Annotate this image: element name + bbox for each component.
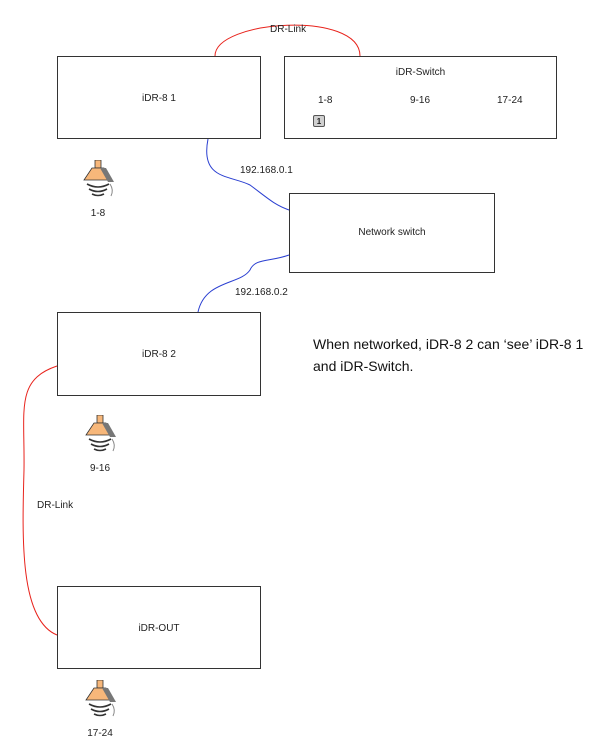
speaker-zone-1-label: 1-8	[90, 208, 106, 219]
ip-label-1: 192.168.0.1	[240, 165, 293, 176]
switch-range-2: 9-16	[410, 95, 431, 106]
network-switch-device[interactable]: Network switch	[289, 193, 495, 273]
speaker-zone-2-label: 9-16	[89, 463, 110, 474]
network-cable-2	[197, 254, 290, 313]
ip-label-2: 192.168.0.2	[235, 287, 288, 298]
dr-link-top-cable	[214, 24, 361, 57]
switch-selector-badge[interactable]: 1	[313, 115, 325, 127]
dr-link-side-label: DR-Link	[37, 500, 74, 511]
idr8-2-label: iDR-8 2	[142, 349, 176, 360]
idr-switch-device[interactable]: iDR-Switch 1-8 9-16 17-24	[284, 56, 557, 139]
idr8-1-label: iDR-8 1	[142, 93, 176, 104]
speaker-zone-2: 9-16	[80, 414, 120, 474]
dr-link-top-label: DR-Link	[270, 24, 307, 35]
speaker-zone-3: 17-24	[80, 679, 120, 739]
network-cable-1	[206, 138, 290, 211]
network-switch-label: Network switch	[358, 227, 426, 238]
idr-out-device[interactable]: iDR-OUT	[57, 586, 261, 669]
switch-range-3: 17-24	[497, 95, 523, 106]
idr-out-label: iDR-OUT	[138, 623, 180, 634]
speaker-zone-1: 1-8	[78, 159, 118, 219]
idr8-1-device[interactable]: iDR-8 1	[57, 56, 261, 139]
network-note: When networked, iDR-8 2 can ‘see’ iDR-8 …	[313, 336, 584, 374]
speaker-icon	[83, 159, 114, 197]
idr-switch-label: iDR-Switch	[395, 67, 446, 78]
speaker-icon	[85, 679, 116, 717]
switch-range-1: 1-8	[318, 95, 333, 106]
speaker-zone-3-label: 17-24	[87, 728, 113, 739]
idr8-2-device[interactable]: iDR-8 2	[57, 312, 261, 396]
speaker-icon	[85, 414, 116, 452]
dr-link-side-cable	[22, 365, 58, 636]
